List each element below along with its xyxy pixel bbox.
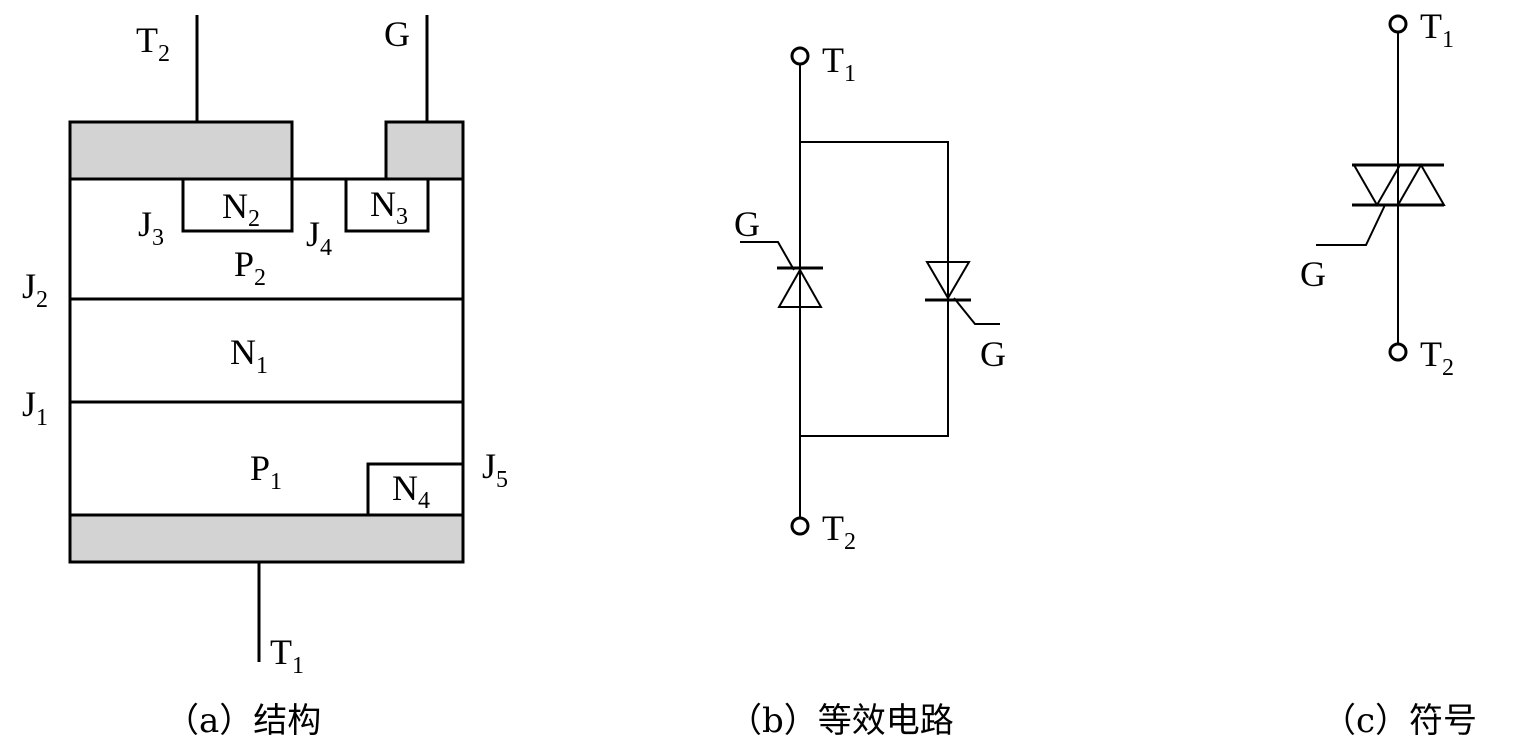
- t1-terminal-label: T1: [822, 40, 856, 87]
- symbol-gate-wire: [1316, 204, 1386, 246]
- t2-terminal-node: [790, 516, 810, 536]
- gate-label: G: [1300, 254, 1326, 294]
- n3-label: N3: [370, 184, 408, 230]
- scr-left-gate-wire: [740, 241, 795, 271]
- n1-label: N1: [230, 332, 268, 379]
- t2-terminal-label: T2: [822, 508, 856, 555]
- right-gate-label: G: [980, 334, 1006, 374]
- t2-terminal-label: T2: [136, 20, 170, 67]
- j3-label: J3: [138, 204, 164, 251]
- parallel-branch-wire: [800, 141, 949, 437]
- left-gate-label: G: [734, 204, 760, 244]
- t1-metal-contact: [68, 513, 465, 564]
- panel-c-symbol: T1 T2 G （c）符号: [1300, 6, 1477, 741]
- j5-label: J5: [482, 446, 508, 493]
- t2-terminal-label: T2: [1420, 334, 1454, 381]
- p1-label: P1: [250, 448, 282, 495]
- n3-region: [344, 177, 430, 233]
- n4-label: N4: [392, 468, 430, 514]
- symbol-down-triangle: [1352, 164, 1402, 208]
- t2-metal-contact: [68, 120, 294, 181]
- j2-label: J2: [22, 266, 48, 313]
- t1-terminal-label: T1: [270, 632, 304, 679]
- n2-region: [181, 177, 294, 233]
- t1-terminal-node: [1388, 14, 1408, 34]
- panel-b-equivalent-circuit: T1 T2 G G （b）等效电路: [728, 40, 1006, 741]
- p2-label: P2: [234, 244, 266, 291]
- g-terminal-label: G: [384, 14, 410, 54]
- j1-label: J1: [22, 384, 48, 431]
- scr-right-triangle: [925, 261, 971, 300]
- t2-terminal-node: [1388, 342, 1408, 362]
- scr-right-gate-wire: [953, 297, 1000, 325]
- caption-b: （b）等效电路: [728, 701, 954, 741]
- n2-label: N2: [222, 186, 260, 232]
- panel-a-structure: T2 G T1 N2 N3 P2 N1 P1 N4 J3 J4 J2 J1 J5…: [22, 14, 508, 741]
- scr-left-triangle: [777, 267, 823, 308]
- caption-a: （a）结构: [165, 701, 321, 741]
- t1-terminal-label: T1: [1420, 6, 1454, 53]
- j4-label: J4: [306, 214, 332, 261]
- n4-region: [366, 462, 465, 517]
- symbol-up-triangle: [1396, 162, 1446, 206]
- t1-terminal-node: [790, 46, 810, 66]
- caption-c: （c）符号: [1322, 701, 1477, 741]
- g-metal-contact: [384, 120, 465, 181]
